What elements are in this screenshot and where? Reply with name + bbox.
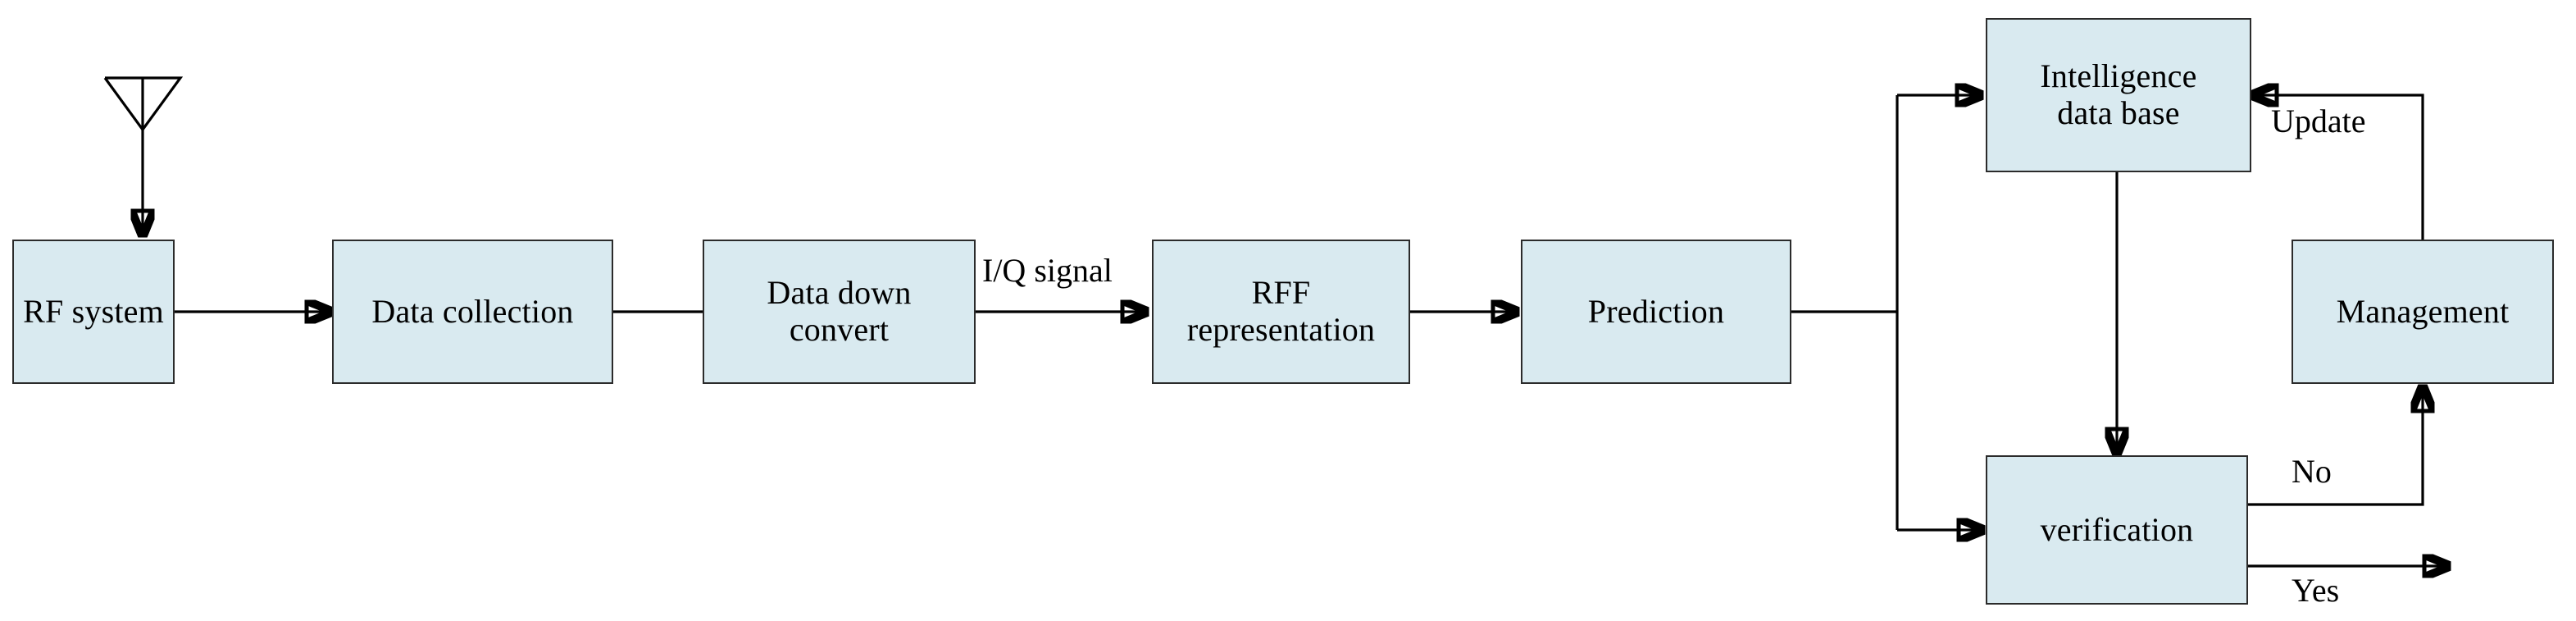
node-data-collection-label: Data collection — [371, 292, 574, 330]
node-intelligence-data-base[interactable]: Intelligence data base — [1986, 18, 2251, 172]
node-verification-label: verification — [2040, 510, 2194, 548]
node-intelligence-data-base-label-line2: data base — [2057, 94, 2180, 131]
edge-label-no: No — [2292, 453, 2332, 490]
node-data-down-convert-label-line1: Data down — [767, 274, 912, 312]
verification-no-to-management-arrow — [2248, 386, 2423, 506]
node-management-label: Management — [2336, 292, 2510, 330]
node-prediction[interactable]: Prediction — [1521, 240, 1791, 384]
edge-label-yes: Yes — [2292, 572, 2340, 609]
node-rff-representation-label-line1: RFF — [1251, 274, 1311, 312]
node-data-collection[interactable]: Data collection — [332, 240, 613, 384]
edge-label-update: Update — [2271, 103, 2366, 139]
node-rff-representation[interactable]: RFF representation — [1152, 240, 1410, 384]
node-data-down-convert-label-line2: convert — [789, 311, 890, 348]
node-rf-system-label: RF system — [23, 292, 164, 330]
edge-label-iq-signal: I/Q signal — [982, 252, 1113, 289]
node-data-down-convert[interactable]: Data down convert — [703, 240, 976, 384]
node-management[interactable]: Management — [2292, 240, 2554, 384]
node-prediction-label: Prediction — [1587, 292, 1725, 330]
node-intelligence-data-base-label-line1: Intelligence — [2040, 57, 2197, 95]
node-rff-representation-label-line2: representation — [1186, 311, 1376, 348]
node-rf-system[interactable]: RF system — [12, 240, 175, 384]
node-verification[interactable]: verification — [1986, 455, 2248, 605]
antenna-triangle-icon — [103, 76, 184, 132]
